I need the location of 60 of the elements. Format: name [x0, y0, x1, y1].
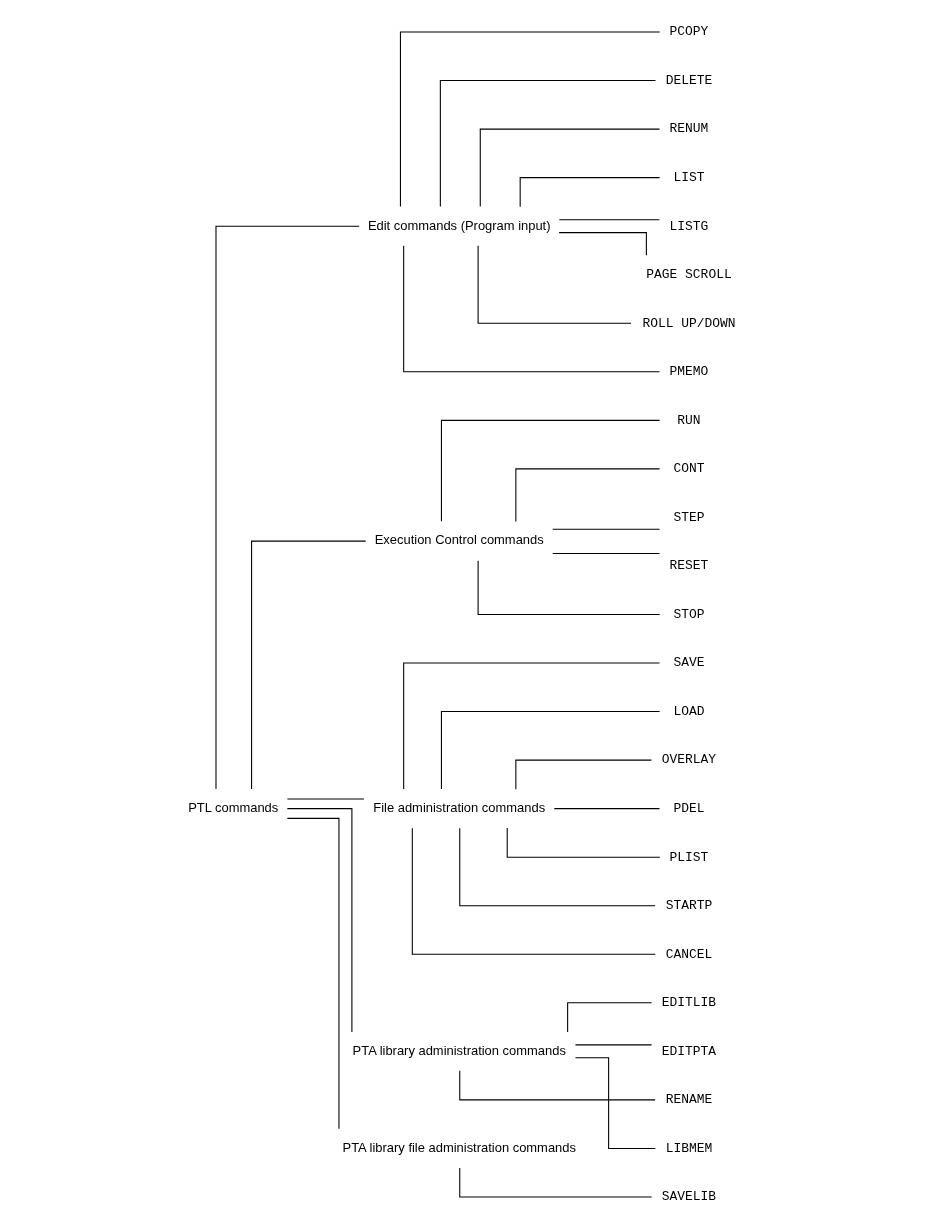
node-text: LOAD	[673, 703, 705, 719]
node-text: PAGE SCROLL	[646, 267, 732, 283]
connector	[251, 540, 367, 790]
node-text: LISTG	[669, 218, 709, 234]
node-text: ROLL UP/DOWN	[642, 315, 736, 331]
connector	[399, 31, 661, 208]
connector	[411, 827, 656, 955]
node-text: STEP	[673, 509, 705, 525]
node-text: CONT	[673, 461, 705, 477]
connector	[286, 808, 353, 1033]
node-text: LIST	[673, 169, 705, 185]
connector	[506, 827, 661, 858]
connector	[574, 1044, 653, 1046]
connector	[552, 553, 661, 555]
node-text: PDEL	[673, 801, 705, 816]
connector	[477, 560, 661, 616]
connector	[519, 177, 661, 208]
node-text: RENAME	[665, 1092, 713, 1108]
node-text: Edit commands (Program input)	[367, 217, 551, 233]
connector	[459, 1167, 653, 1198]
node-text: RENUM	[669, 121, 709, 137]
node-text: PMEMO	[669, 364, 709, 380]
connector	[552, 528, 661, 530]
connector	[553, 808, 660, 810]
connector	[403, 662, 661, 790]
node-text: File administration commands	[373, 800, 546, 815]
node-text: PTA library administration commands	[352, 1042, 566, 1058]
node-text: PLIST	[669, 849, 709, 865]
connector	[567, 1002, 653, 1033]
connector	[440, 711, 661, 790]
connector	[477, 245, 632, 324]
connector	[439, 80, 656, 208]
connector	[286, 817, 340, 1130]
node-text: RESET	[669, 558, 709, 574]
connector	[515, 759, 652, 790]
connector	[574, 1057, 656, 1149]
connector	[558, 232, 647, 256]
connector	[558, 219, 660, 221]
node-text: SAVE	[673, 655, 705, 671]
node-text: STARTP	[665, 898, 713, 914]
connector	[479, 128, 661, 208]
node-text: EDITLIB	[661, 995, 717, 1011]
node-text: STOP	[673, 606, 705, 622]
connector	[440, 419, 661, 522]
node-text: SAVELIB	[661, 1189, 717, 1205]
connector	[403, 245, 661, 373]
node-text: RUN	[677, 412, 701, 428]
connector	[459, 1070, 656, 1101]
connector	[215, 225, 360, 790]
node-text: EDITPTA	[661, 1043, 717, 1059]
connector	[515, 468, 661, 522]
connector	[459, 827, 656, 907]
node-text: OVERLAY	[661, 752, 717, 768]
node-text: PTL commands	[188, 800, 279, 815]
node-text: PTA library file administration commands	[342, 1139, 576, 1155]
node-text: Execution Control commands	[374, 532, 544, 548]
node-text: DELETE	[665, 72, 713, 88]
node-text: PCOPY	[669, 24, 709, 40]
node-text: LIBMEM	[665, 1140, 713, 1156]
node-text: CANCEL	[665, 946, 713, 962]
